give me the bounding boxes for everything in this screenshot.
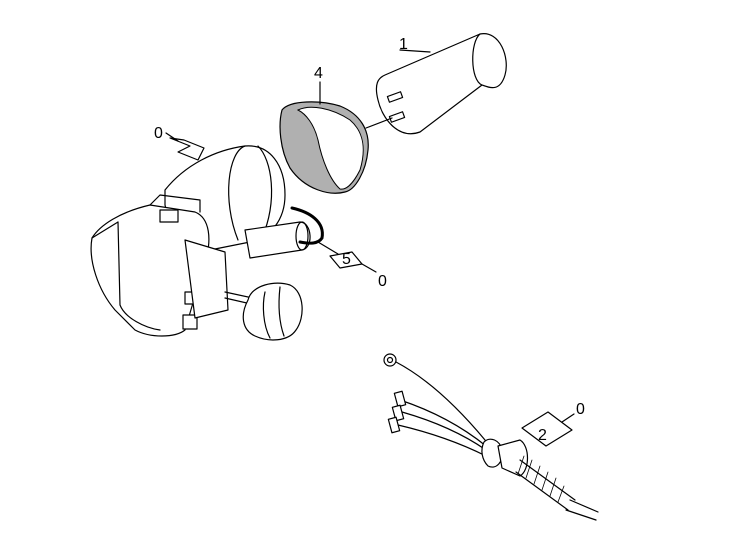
cable-harness-part: 2 0 xyxy=(383,353,599,521)
motor-assembly: 0 xyxy=(90,125,311,341)
seal-part: 5 0 xyxy=(290,206,387,290)
callout-seal-sub: 0 xyxy=(378,273,387,290)
callout-ring-number: 4 xyxy=(314,65,323,82)
callout-capacitor-number: 1 xyxy=(399,36,408,53)
capacitor-part: 1 xyxy=(365,33,507,135)
callout-motor-number: 0 xyxy=(154,125,163,142)
callout-seal-number: 5 xyxy=(342,251,351,268)
ring-part: 4 xyxy=(279,65,369,194)
callout-cable-number: 2 xyxy=(538,427,547,444)
callout-cable-sub: 0 xyxy=(576,401,585,418)
